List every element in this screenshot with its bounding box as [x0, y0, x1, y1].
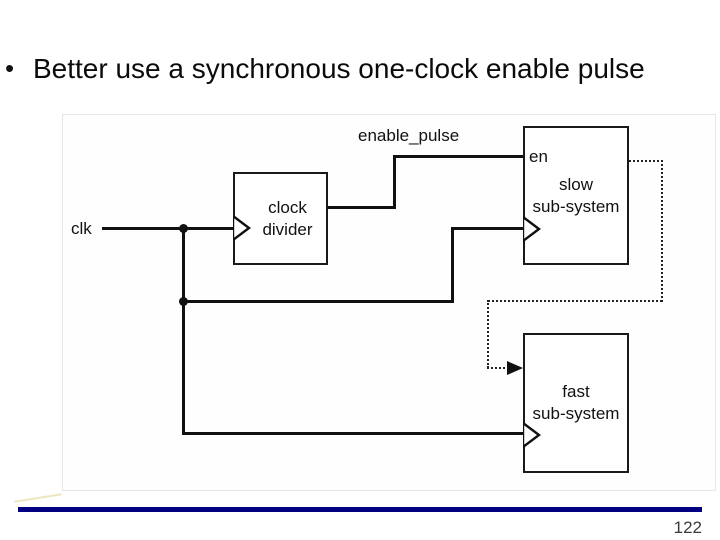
slow-subsystem-label-line1: slow: [558, 174, 593, 194]
wire-clk-horizontal: [102, 227, 234, 230]
clock-divider-label-line2: divider: [262, 219, 313, 239]
fast-subsystem-label-line2: sub-system: [532, 404, 620, 423]
dotted-wire-right-vertical: [661, 160, 663, 302]
page-number: 122: [673, 518, 702, 537]
wire-mid-horizontal: [182, 300, 454, 303]
wire-enable-vertical: [393, 155, 396, 209]
wire-main-vertical: [182, 227, 185, 435]
clock-input-chevron-icon: [233, 215, 251, 241]
clock-divider-label-line1: clock: [268, 197, 307, 217]
fast-subsystem-label-line1: fast: [562, 382, 590, 401]
clk-signal-label: clk: [71, 219, 92, 238]
arrowhead-icon: [507, 361, 523, 375]
en-input-label: en: [529, 147, 548, 166]
fast-subsystem-block: fast sub-system: [523, 333, 629, 473]
bullet-point: •: [5, 53, 15, 83]
dotted-wire-slow-out: [629, 160, 663, 162]
page-title: Better use a synchronous one-clock enabl…: [33, 53, 645, 84]
wire-slow-clock-vertical: [451, 227, 454, 303]
wire-slow-clock-horizontal: [451, 227, 523, 230]
dotted-wire-left-vertical: [487, 300, 489, 368]
dotted-wire-into-fast: [487, 367, 509, 369]
clock-input-chevron-icon: [523, 422, 541, 448]
wire-enable-horizontal: [393, 155, 523, 158]
wire-fast-clock-horizontal: [182, 432, 523, 435]
junction-dot-clk: [179, 224, 188, 233]
footer-accent-line: [18, 507, 702, 512]
slow-subsystem-label-line2: sub-system: [532, 196, 620, 216]
slow-subsystem-block: en slow sub-system: [523, 126, 629, 265]
wire-divider-output-horizontal: [328, 206, 396, 209]
dotted-wire-mid-horizontal: [488, 300, 662, 302]
enable-pulse-signal-label: enable_pulse: [358, 126, 460, 145]
clock-input-chevron-icon: [523, 216, 541, 242]
clock-divider-block: clock divider: [233, 172, 328, 265]
junction-dot-mid: [179, 297, 188, 306]
footer-accent-swoosh: [14, 493, 62, 503]
